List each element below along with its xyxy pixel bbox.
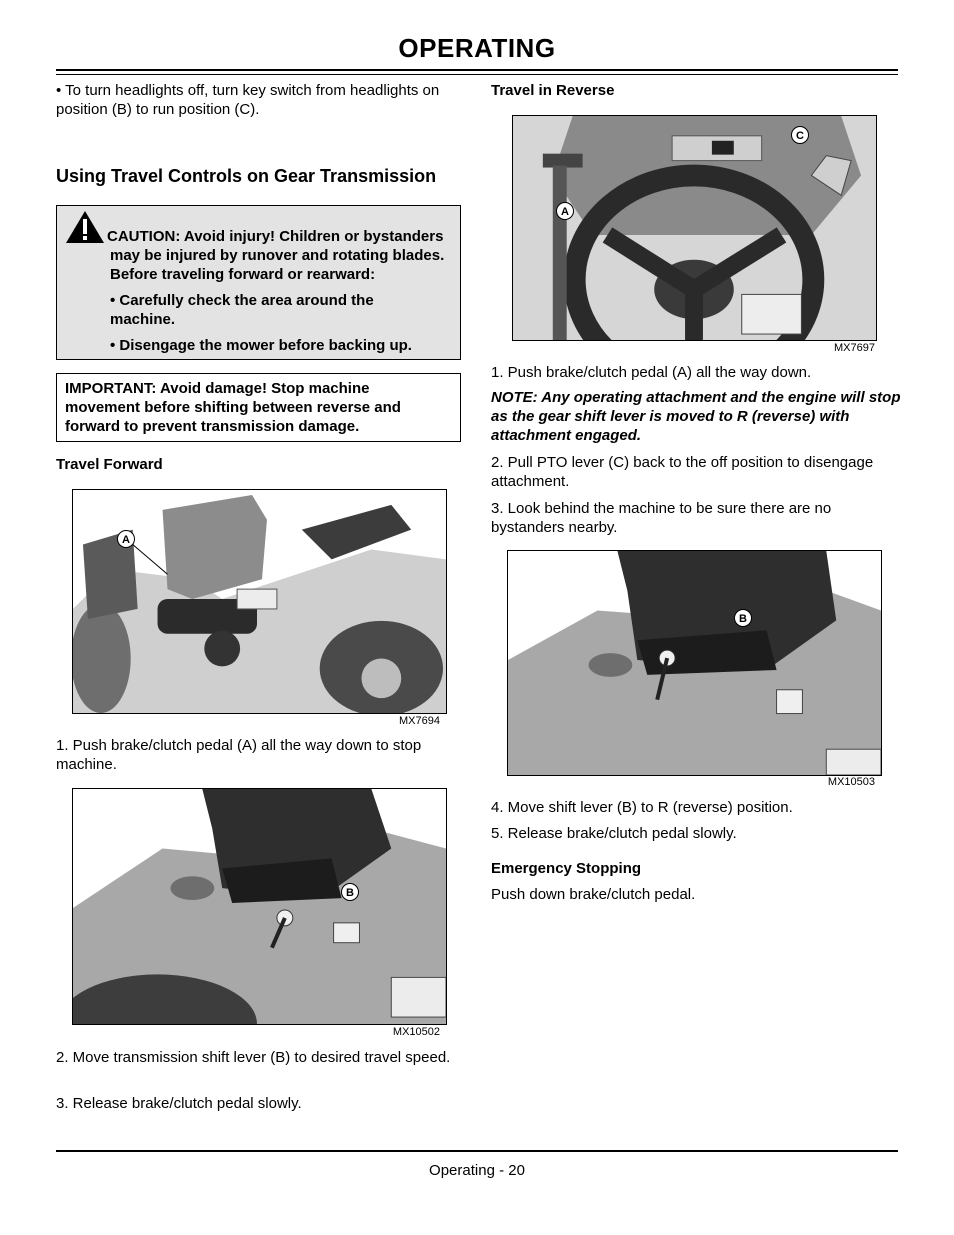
callout-a-marker: A: [117, 530, 135, 548]
shift-lever-reverse-illustration: [508, 551, 881, 775]
forward-step-3: 3. Release brake/clutch pedal slowly.: [56, 1095, 302, 1112]
reverse-step-1: 1. Push brake/clutch pedal (A) all the w…: [491, 364, 812, 381]
forward-step-1: 1. Push brake/clutch pedal (A) all the w…: [56, 737, 422, 773]
header-rule: [56, 69, 898, 71]
callout-a-label-reverse: A: [561, 206, 569, 218]
caution-bullet-1: • Carefully check the area around the: [110, 292, 374, 309]
headlights-bullet: • To turn headlights off, turn key switc…: [56, 82, 440, 118]
caution-box: CAUTION: Avoid injury! Children or bysta…: [56, 205, 461, 360]
shift-lever-forward-illustration: [73, 789, 446, 1024]
forward-step-2: 2. Move transmission shift lever (B) to …: [56, 1049, 451, 1066]
warning-triangle-icon: [66, 211, 104, 243]
callout-c-label: C: [796, 130, 804, 142]
callout-b-marker-reverse: B: [734, 609, 752, 627]
callout-b-label: B: [346, 887, 354, 899]
caution-line-1: CAUTION: Avoid injury! Children or bysta…: [107, 228, 444, 245]
important-line-3: forward to prevent transmission damage.: [65, 418, 360, 435]
reverse-step-5: 5. Release brake/clutch pedal slowly.: [491, 825, 737, 842]
callout-c-marker: C: [791, 126, 809, 144]
page-footer: Operating - 20: [429, 1162, 525, 1179]
figure-code-mx10502: MX10502: [392, 1026, 440, 1038]
important-box: IMPORTANT: Avoid damage! Stop machine mo…: [56, 373, 461, 442]
travel-reverse-heading: Travel in Reverse: [491, 82, 615, 99]
callout-b-label-reverse: B: [739, 613, 747, 625]
callout-b-marker: B: [341, 883, 359, 901]
reverse-step-2: 2. Pull PTO lever (C) back to the off po…: [491, 454, 874, 490]
caution-line-2: may be injured by runover and rotating b…: [110, 247, 445, 264]
reverse-step-3: 3. Look behind the machine to be sure th…: [491, 500, 832, 536]
callout-a-marker-reverse: A: [556, 202, 574, 220]
figure-mx7694: A: [72, 489, 447, 714]
reverse-note: NOTE: Any operating attachment and the e…: [491, 389, 901, 444]
travel-forward-heading: Travel Forward: [56, 456, 163, 473]
reverse-step-4: 4. Move shift lever (B) to R (reverse) p…: [491, 799, 793, 816]
figure-code-mx10503: MX10503: [827, 776, 875, 788]
caution-bullet-2: • Disengage the mower before backing up.: [110, 337, 412, 354]
figure-mx10503: B: [507, 550, 882, 776]
tractor-pedal-illustration: [73, 490, 446, 713]
caution-line-3: Before traveling forward or rearward:: [110, 266, 376, 283]
section-heading: Using Travel Controls on Gear Transmissi…: [56, 166, 437, 186]
figure-code-mx7694: MX7694: [399, 715, 440, 727]
steering-wheel-illustration: [513, 116, 876, 340]
important-line-1: IMPORTANT: Avoid damage! Stop machine: [65, 380, 370, 397]
figure-mx7697: C A: [512, 115, 877, 341]
footer-rule: [56, 1150, 898, 1152]
page-title: OPERATING: [398, 33, 556, 63]
important-line-2: movement before shifting between reverse…: [65, 399, 401, 416]
emergency-text: Push down brake/clutch pedal.: [491, 886, 696, 903]
figure-code-mx7697: MX7697: [834, 342, 875, 354]
caution-bullet-1-cont: machine.: [110, 311, 176, 328]
header-rule-thin: [56, 74, 898, 75]
emergency-heading: Emergency Stopping: [491, 860, 642, 877]
callout-a-label: A: [122, 534, 130, 546]
figure-mx10502: B: [72, 788, 447, 1025]
